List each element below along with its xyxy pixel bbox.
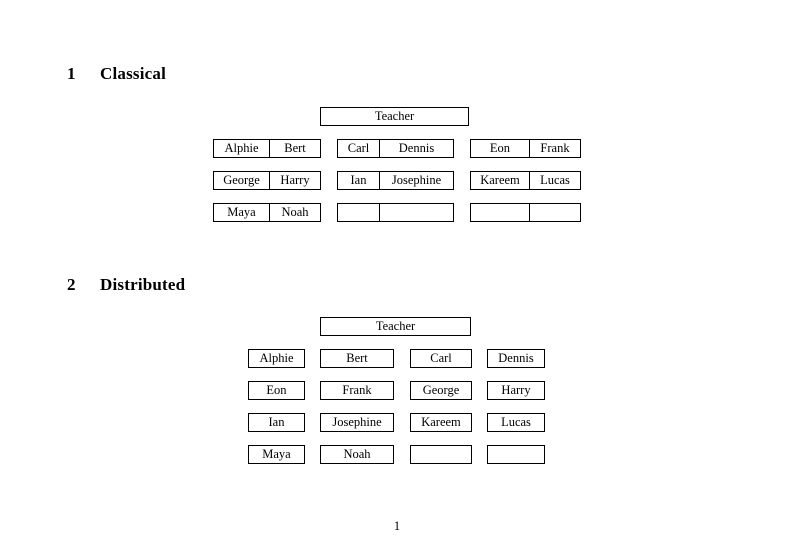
classical-group-middle-row3	[337, 203, 454, 222]
section-number: 2	[67, 275, 76, 294]
classical-group-middle-row1: Carl Dennis	[337, 139, 454, 158]
distributed-cell: Frank	[320, 381, 394, 400]
distributed-cell: Eon	[248, 381, 305, 400]
distributed-cell: Kareem	[410, 413, 472, 432]
distributed-cell-empty	[410, 445, 472, 464]
section-number: 1	[67, 64, 76, 83]
classical-cell: Dennis	[379, 140, 453, 157]
distributed-cell: Alphie	[248, 349, 305, 368]
classical-cell: Josephine	[379, 172, 453, 189]
distributed-cell: Dennis	[487, 349, 545, 368]
classical-cell: Alphie	[224, 141, 259, 155]
classical-group-left-row3: Maya Noah	[213, 203, 321, 222]
classical-cell: Kareem	[480, 173, 520, 187]
classical-cell: Carl	[347, 141, 370, 155]
section-heading-distributed: 2 Distributed	[67, 275, 185, 295]
classical-row-1: Alphie Bert Carl Dennis Eon Frank	[0, 139, 794, 158]
distributed-row-2: Eon Frank George Harry	[0, 381, 794, 400]
classical-group-right-row1: Eon Frank	[470, 139, 581, 158]
distributed-cell: Bert	[320, 349, 394, 368]
distributed-cell: Noah	[320, 445, 394, 464]
classical-group-right-row3	[470, 203, 581, 222]
section-title: Distributed	[100, 275, 186, 294]
distributed-row-3: Ian Josephine Kareem Lucas	[0, 413, 794, 432]
classical-group-left-row2: George Harry	[213, 171, 321, 190]
distributed-cell: Carl	[410, 349, 472, 368]
distributed-cell-empty	[487, 445, 545, 464]
section-heading-classical: 1 Classical	[67, 64, 166, 84]
distributed-cell: Lucas	[487, 413, 545, 432]
classical-cell-empty	[529, 204, 580, 221]
classical-cell: George	[223, 173, 260, 187]
section-title: Classical	[100, 64, 167, 83]
classical-row-3: Maya Noah	[0, 203, 794, 222]
teacher-box-distributed: Teacher	[320, 317, 471, 336]
distributed-row-1: Alphie Bert Carl Dennis	[0, 349, 794, 368]
classical-cell: Lucas	[529, 172, 580, 189]
classical-cell: Eon	[489, 141, 511, 155]
classical-group-right-row2: Kareem Lucas	[470, 171, 581, 190]
classical-cell: Frank	[529, 140, 580, 157]
classical-cell-empty	[379, 204, 453, 221]
classical-cell: Bert	[269, 140, 320, 157]
distributed-cell: Maya	[248, 445, 305, 464]
classical-cell-empty	[338, 204, 379, 221]
classical-group-left-row1: Alphie Bert	[213, 139, 321, 158]
classical-cell-empty	[471, 204, 529, 221]
distributed-cell: Harry	[487, 381, 545, 400]
classical-cell: Maya	[227, 205, 256, 219]
page-number: 1	[393, 519, 401, 533]
classical-row-2: George Harry Ian Josephine Kareem Lucas	[0, 171, 794, 190]
distributed-cell: George	[410, 381, 472, 400]
classical-group-middle-row2: Ian Josephine	[337, 171, 454, 190]
classical-cell: Ian	[350, 173, 367, 187]
distributed-row-4: Maya Noah	[0, 445, 794, 464]
classical-cell: Noah	[269, 204, 320, 221]
distributed-cell: Josephine	[320, 413, 394, 432]
teacher-box-classical: Teacher	[320, 107, 469, 126]
classical-cell: Harry	[269, 172, 320, 189]
distributed-cell: Ian	[248, 413, 305, 432]
